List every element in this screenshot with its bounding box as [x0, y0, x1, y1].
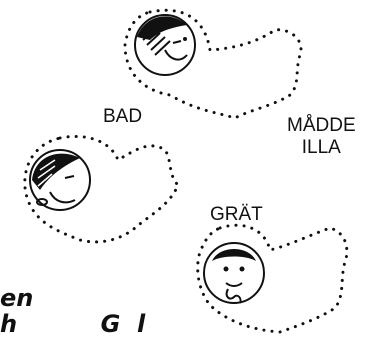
cloud-bottom: [196, 223, 349, 334]
cloud-left: [23, 134, 180, 244]
sleeping-face-icon: [134, 14, 196, 76]
bottom-text-line1: en: [0, 284, 34, 312]
label-madde-illa: MÅDDE ILLA: [287, 115, 356, 158]
thought-clouds: [23, 8, 349, 334]
crying-face-icon: [29, 149, 91, 211]
sick-face-icon: [203, 242, 265, 304]
label-grat: GRÄT: [210, 204, 263, 225]
bottom-text-line2: h G l: [0, 310, 146, 338]
label-bad: BAD: [103, 106, 143, 127]
cloud-top: [123, 8, 303, 120]
